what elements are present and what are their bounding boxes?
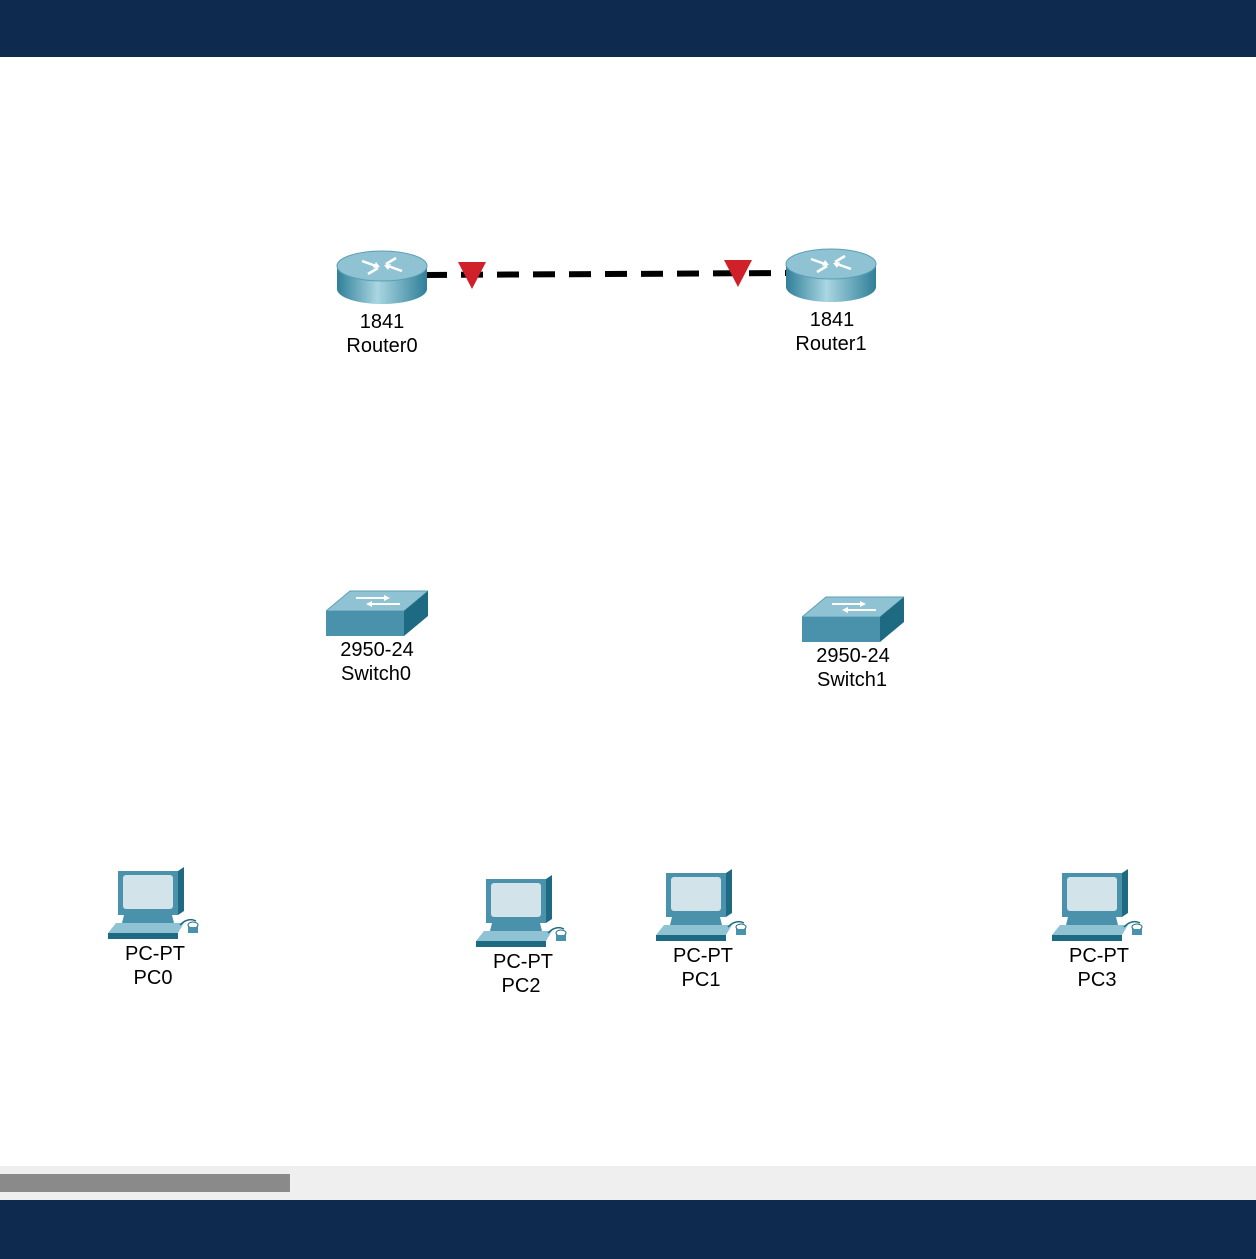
pc0-model-label: PC-PT bbox=[125, 943, 185, 965]
pc0-device[interactable] bbox=[108, 867, 200, 941]
horizontal-scrollbar-thumb[interactable] bbox=[0, 1174, 290, 1192]
pc1-device[interactable] bbox=[656, 869, 748, 943]
link-down-marker-router1 bbox=[724, 260, 752, 287]
pc1-model-label: PC-PT bbox=[673, 945, 733, 967]
switch0-model-label: 2950-24 bbox=[340, 639, 414, 661]
link-down-marker-router0 bbox=[458, 262, 486, 289]
bottom-bar bbox=[0, 1200, 1256, 1259]
pc0-name-label: PC0 bbox=[133, 967, 173, 989]
router0-name-label: Router0 bbox=[346, 335, 418, 357]
pc-icon bbox=[108, 867, 199, 939]
router0-model-label: 1841 bbox=[359, 311, 405, 333]
router-icon bbox=[785, 248, 877, 302]
pc-icon bbox=[1052, 869, 1143, 941]
switch-icon bbox=[326, 590, 428, 636]
switch1-name-label: Switch1 bbox=[816, 669, 888, 691]
pc-icon bbox=[656, 869, 747, 941]
switch0-device[interactable] bbox=[326, 589, 428, 639]
pc2-device[interactable] bbox=[476, 875, 568, 949]
pc3-model-label: PC-PT bbox=[1069, 945, 1129, 967]
router1-model-label: 1841 bbox=[809, 309, 855, 331]
router-icon bbox=[336, 250, 428, 304]
pc2-name-label: PC2 bbox=[501, 975, 541, 997]
horizontal-scrollbar[interactable] bbox=[0, 1166, 1256, 1200]
top-bar bbox=[0, 0, 1256, 57]
switch0-name-label: Switch0 bbox=[340, 663, 412, 685]
pc1-name-label: PC1 bbox=[681, 969, 721, 991]
pc3-device[interactable] bbox=[1052, 869, 1144, 943]
router0-device[interactable] bbox=[336, 249, 428, 307]
pc-icon bbox=[476, 875, 567, 947]
switch1-model-label: 2950-24 bbox=[816, 645, 890, 667]
switch1-device[interactable] bbox=[802, 595, 904, 645]
link-layer bbox=[424, 260, 791, 289]
switch-icon bbox=[802, 596, 904, 642]
router1-device[interactable] bbox=[785, 247, 877, 305]
router1-name-label: Router1 bbox=[795, 333, 867, 355]
pc2-model-label: PC-PT bbox=[493, 951, 553, 973]
workspace-canvas[interactable]: 1841 Router0 1841 Router1 bbox=[0, 57, 1256, 1166]
router0-router1-link[interactable] bbox=[424, 270, 791, 278]
pc3-name-label: PC3 bbox=[1077, 969, 1117, 991]
